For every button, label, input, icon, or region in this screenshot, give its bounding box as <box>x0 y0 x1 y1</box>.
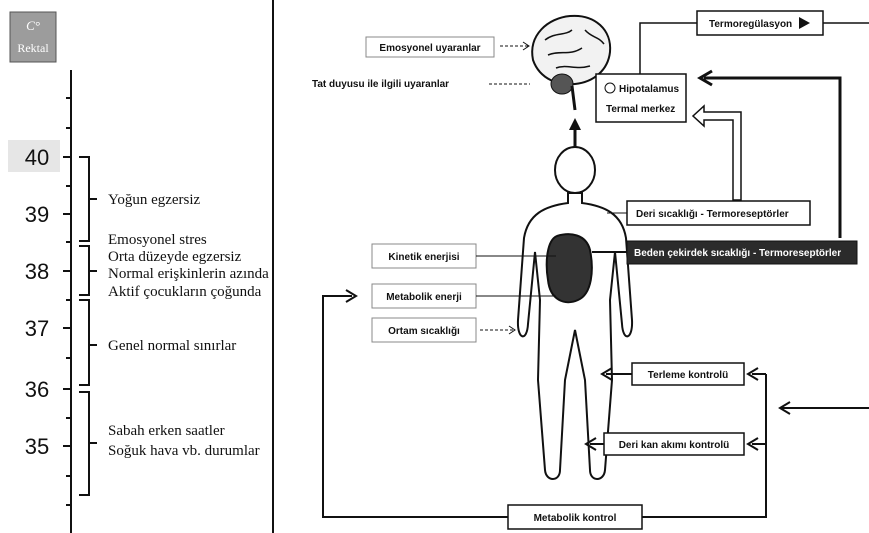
range-early-morning: Sabah erken saatler <box>108 423 225 439</box>
connector-hypo-thermoreg <box>640 23 697 74</box>
metabolic-control-label: Metabolik kontrol <box>534 513 617 524</box>
bracket-moderate <box>79 246 97 295</box>
blood-flow-label: Deri kan akımı kontrolü <box>619 440 730 451</box>
skin-temp-label: Deri sıcaklığı - Termoreseptörler <box>636 209 789 220</box>
core-temp-label: Beden çekirdek sıcaklığı - Termoreseptör… <box>634 248 841 259</box>
kinetic-energy-label: Kinetik enerjisi <box>388 252 459 263</box>
range-few-adults: Normal erişkinlerin azında <box>108 266 269 282</box>
emotional-stimuli-label: Emosyonel uyaranlar <box>379 43 480 54</box>
range-emotional-stress: Emosyonel stres <box>108 232 207 248</box>
tick-label-36: 36 <box>25 377 49 402</box>
tick-label-35: 35 <box>25 434 49 459</box>
temperature-scale: C° Rektal 40 39 38 37 36 35 <box>8 0 273 533</box>
thermal-center-label: Termal merkez <box>606 104 675 115</box>
range-general-normal: Genel normal sınırlar <box>108 338 236 354</box>
bracket-normal <box>79 300 97 385</box>
sweat-control-label: Terleme kontrolü <box>648 370 728 381</box>
ambient-temp-label: Ortam sıcaklığı <box>388 326 460 337</box>
metabolic-energy-label: Metabolik enerji <box>386 292 462 303</box>
range-brackets <box>79 157 97 495</box>
hypothalamus-label: Hipotalamus <box>619 84 679 95</box>
bracket-morning <box>79 392 97 495</box>
core-organ <box>547 234 592 302</box>
range-cold-weather: Soğuk hava vb. durumlar <box>108 443 260 459</box>
tick-label-37: 37 <box>25 316 49 341</box>
range-active-children: Aktif çocukların çoğunda <box>108 284 262 300</box>
thermoregulation-label: Termoregülasyon <box>709 19 792 30</box>
tick-label-39: 39 <box>25 202 49 227</box>
major-ticks <box>63 157 71 446</box>
brainstem <box>572 86 575 110</box>
thermoregulation-diagram: Emosyonel uyaranlar Tat duyusu ile ilgil… <box>312 11 869 529</box>
taste-stimuli-label: Tat duyusu ile ilgili uyaranlar <box>312 79 449 90</box>
tick-label-40: 40 <box>25 145 49 170</box>
range-intense-exercise: Yoğun egzersiz <box>108 192 201 208</box>
human-body-icon <box>518 147 632 479</box>
tick-label-38: 38 <box>25 259 49 284</box>
bracket-intense-exercise <box>79 157 97 241</box>
hypothalamus-region <box>551 74 573 94</box>
unit-symbol: C° <box>26 18 40 33</box>
hypothalamus-marker <box>605 83 615 93</box>
unit-label: Rektal <box>17 41 49 55</box>
range-moderate-exercise: Orta düzeyde egzersiz <box>108 249 242 265</box>
skin-feedback-hollow-arrow <box>693 106 741 200</box>
